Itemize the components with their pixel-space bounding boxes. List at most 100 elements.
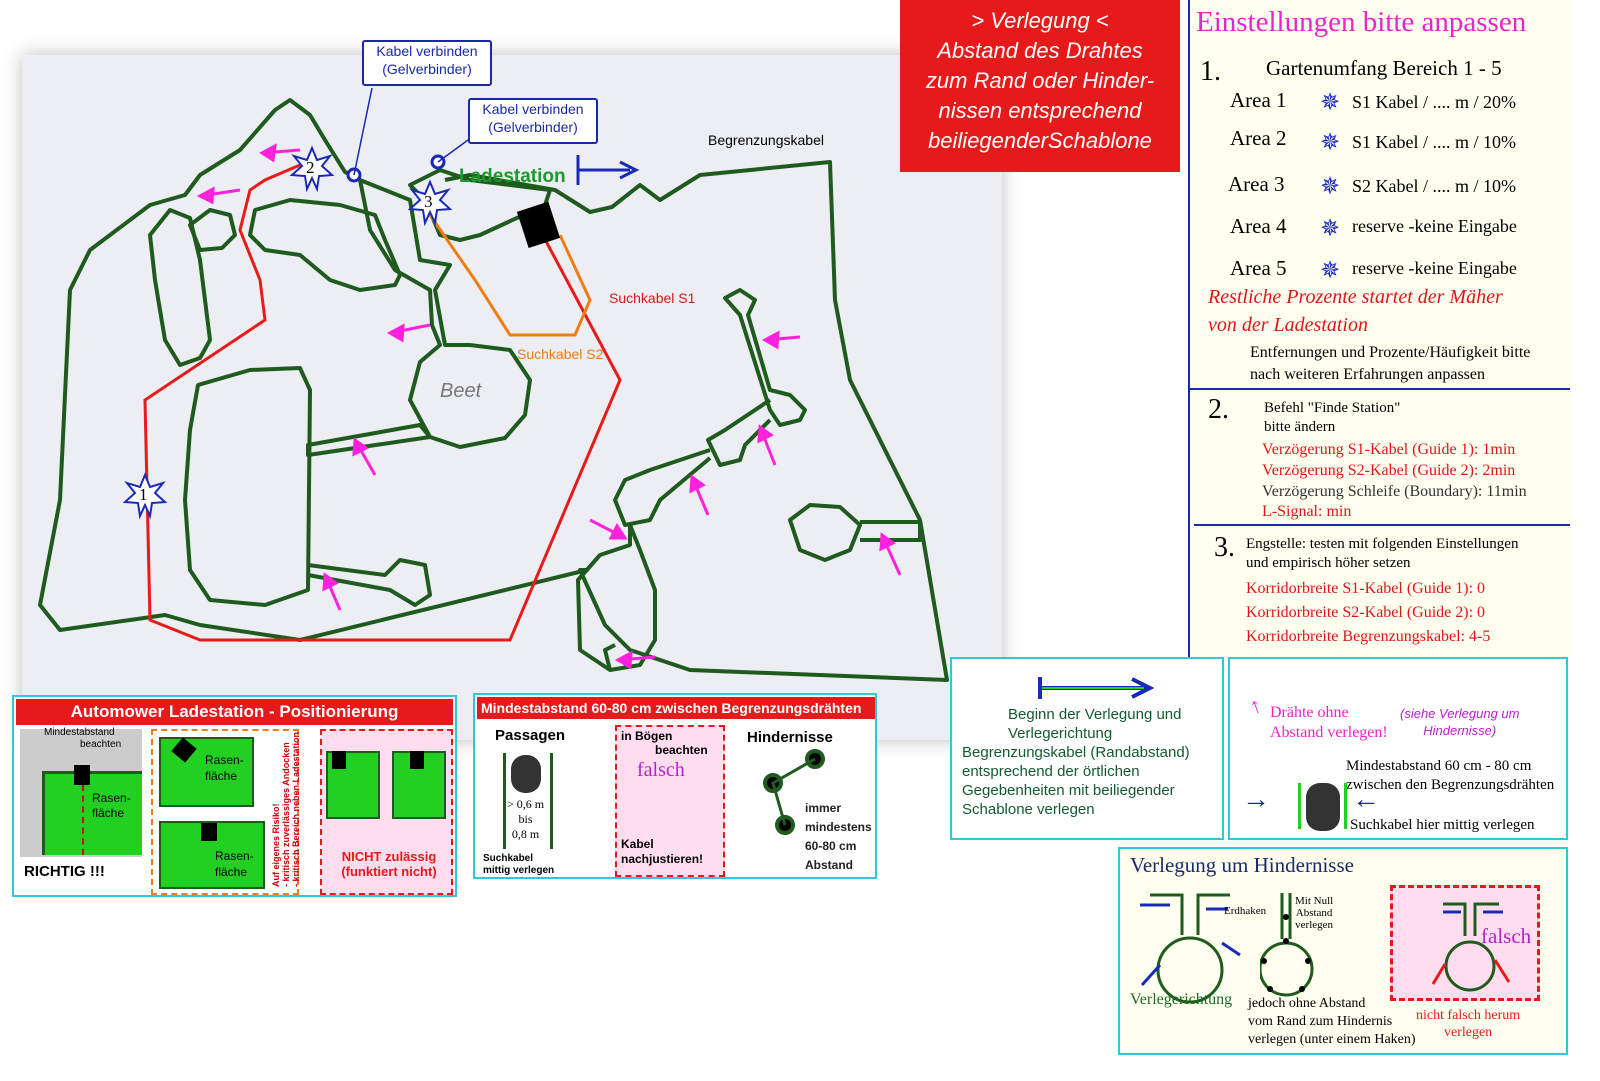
area-text: S1 Kabel / .... m / 10% (1352, 132, 1516, 152)
section-number: 1. (1200, 56, 1221, 87)
section-heading: Gartenumfang Bereich 1 - 5 (1266, 56, 1502, 80)
label: beachten (655, 743, 708, 757)
area-name: Area 5 (1230, 256, 1287, 280)
see-line: (siehe Verlegung um (1400, 706, 1520, 721)
hook-diagram (1260, 893, 1314, 997)
wire-left (503, 753, 506, 849)
wrong-label: falsch (637, 759, 685, 781)
divider (1194, 524, 1570, 526)
without-line: vom Rand zum Hindernis (1248, 1014, 1393, 1029)
banner-line: beiliegenderSchablone (928, 128, 1152, 153)
area-list: Area 1✵S1 Kabel / .... m / 20% Area 2✵S1… (1228, 86, 1570, 284)
s2-label: Suchkabel S2 (517, 346, 604, 362)
wire-left (1298, 783, 1301, 829)
garden-plan-photo (22, 55, 1002, 740)
settings-title: Einstellungen bitte anpassen (1196, 6, 1527, 38)
risk-note: Auf eigenes Risiko!- kritisch zuverlässi… (271, 732, 301, 887)
station-icon (74, 765, 90, 785)
not-reverse-line: nicht falsch herum (1416, 1008, 1521, 1023)
label: Rasen- (92, 791, 131, 805)
section-heading: und empirisch höher setzen (1246, 555, 1411, 571)
correct-example: Mindestabstand beachten Rasen- fläche (20, 727, 142, 857)
connect-callout-2: Kabel verbinden (Gelverbinder) (468, 98, 598, 144)
start-line: Gegebenheiten mit beiliegender (962, 782, 1175, 799)
blue-star-icon: ✵ (1320, 90, 1341, 116)
blue-arrow-icon: ← (1352, 783, 1380, 814)
wrong-diagram (1431, 902, 1511, 992)
label: fläche (215, 865, 248, 879)
area-name: Area 1 (1230, 88, 1287, 112)
obstacle-line: immer (805, 801, 842, 815)
obstacle-line: 60-80 cm (805, 839, 857, 853)
blue-star-icon: ✵ (1320, 216, 1341, 242)
see-line: Hindernisse) (1423, 723, 1497, 738)
panel-title: Verlegung um Hindernisse (1130, 853, 1354, 877)
laying-direction-diagram (1140, 893, 1241, 1004)
setting-line: Verzögerung S2-Kabel (Guide 2): 2min (1262, 462, 1516, 479)
area-row: Area 4✵reserve -keine Eingabe (1230, 212, 1570, 254)
lawn-area (42, 771, 142, 855)
min-distance-line: Mindestabstand 60 cm - 80 cm (1346, 758, 1532, 774)
area-name: Area 3 (1228, 172, 1285, 196)
guide-line-text: mittig verlegen (483, 865, 555, 876)
rest-note: von der Ladestation (1208, 314, 1368, 336)
area-star-3-label: 3 (424, 192, 433, 211)
label: Mindestabstand (44, 727, 115, 738)
divider (1190, 388, 1570, 390)
wrong-direction-example: falsch (1390, 885, 1540, 1001)
banner-line: zum Rand oder Hinder- (925, 68, 1155, 93)
guide-wire-note: Suchkabel hier mittig verlegen (1350, 817, 1535, 833)
wire-right (1344, 783, 1347, 829)
kabel-line: Kabel (621, 837, 654, 851)
null-line: Abstand (1295, 907, 1333, 919)
station-icon (332, 751, 346, 769)
area-text: S1 Kabel / .... m / 20% (1352, 92, 1516, 112)
bed-label: Beet (440, 380, 482, 402)
section-heading: Engstelle: testen mit folgenden Einstell… (1246, 536, 1519, 552)
risky-example: Rasen- fläche Rasen- fläche Auf eigenes … (151, 729, 301, 895)
section-heading: Befehl "Finde Station" (1264, 400, 1401, 416)
area-star-1 (122, 472, 168, 520)
area-name: Area 4 (1230, 214, 1287, 238)
garden-plan-drawing (38, 87, 949, 682)
area-row: Area 2✵S1 Kabel / .... m / 10% (1230, 126, 1570, 170)
null-line: Mit Null (1295, 895, 1334, 907)
rest-note: Restliche Prozente startet der Mäher (1208, 286, 1503, 308)
setting-line: Korridorbreite S1-Kabel (Guide 1): 0 (1246, 580, 1486, 597)
mower-icon (511, 755, 541, 793)
obstacle-laying-panel: Verlegung um Hindernisse Verlegerichtung… (1118, 847, 1568, 1055)
start-line: entsprechend der örtlichen (962, 763, 1140, 780)
setting-line: L-Signal: min (1262, 503, 1352, 520)
null-line: verlegen (1295, 919, 1334, 931)
blue-star-icon: ✵ (1320, 258, 1341, 284)
blue-star-icon: ✵ (1320, 130, 1341, 156)
section-number: 2. (1208, 394, 1229, 425)
search-wire-s2 (428, 214, 592, 337)
no-distance-line: Abstand verlegen! (1270, 724, 1388, 741)
distance-line: > 0,6 m (507, 797, 545, 811)
obstacle-line: mindestens (805, 820, 872, 834)
settings-panel: Einstellungen bitte anpassen 1. Gartenum… (1188, 0, 1570, 658)
station-icon (410, 751, 424, 769)
charging-station (516, 201, 561, 249)
obstacle-line: Abstand (805, 858, 853, 872)
pink-up-arrow-icon: ↑ (1245, 691, 1265, 720)
s1-label: Suchkabel S1 (609, 290, 696, 306)
risk-line: Auf eigenes Risiko! (271, 803, 281, 887)
obstacle-diagram (763, 749, 825, 835)
station-label: Ladestation (459, 166, 566, 187)
wrong-label: falsch (1481, 924, 1532, 948)
area-star-2 (289, 145, 335, 193)
connect-callout-1: Kabel verbinden (Gelverbinder) (362, 40, 492, 86)
no-distance-line: Drähte ohne (1270, 704, 1349, 721)
